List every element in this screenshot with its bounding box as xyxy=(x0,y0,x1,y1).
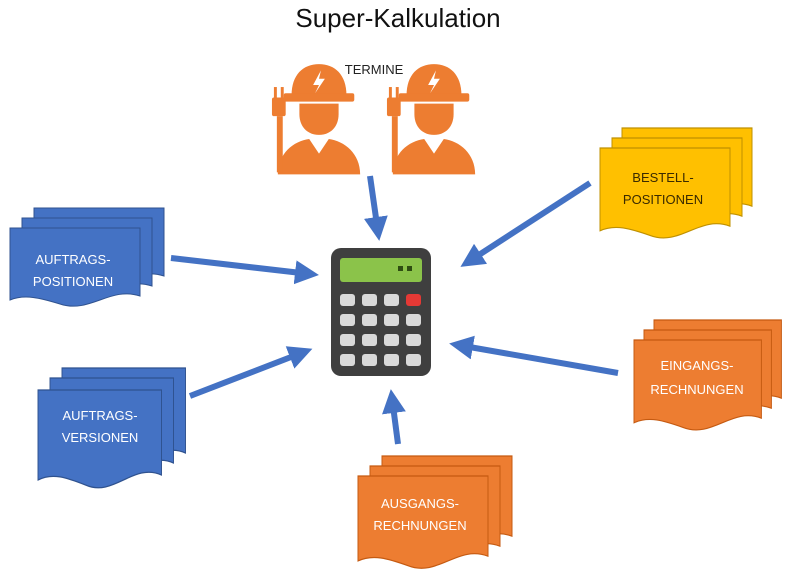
doc-ausgangs-rechnungen-line2: RECHNUNGEN xyxy=(373,518,466,533)
doc-ausgangs-rechnungen-line1: AUSGANGS- xyxy=(381,496,459,511)
arrow-auftrags-versionen xyxy=(188,346,313,399)
arrow-termine xyxy=(363,175,388,241)
doc-ausgangs-rechnungen: AUSGANGS- RECHNUNGEN xyxy=(357,455,513,569)
doc-eingangs-rechnungen: EINGANGS- RECHNUNGEN xyxy=(633,319,782,431)
doc-bestell-positionen-line2: POSITIONEN xyxy=(623,192,703,207)
doc-auftrags-versionen-line1: AUFTRAGS- xyxy=(62,408,137,423)
arrow-auftrags-positionen xyxy=(170,255,319,285)
doc-auftrags-positionen: AUFTRAGS- POSITIONEN xyxy=(9,207,165,307)
termine-label: TERMINE xyxy=(345,62,404,77)
arrow-eingangs-rechnungen xyxy=(449,335,619,376)
doc-bestell-positionen: BESTELL- POSITIONEN xyxy=(599,127,753,239)
doc-auftrags-versionen: AUFTRAGS- VERSIONEN xyxy=(37,367,187,489)
electrician-worker-icon xyxy=(386,64,476,175)
flow-arrows xyxy=(170,175,619,445)
doc-auftrags-positionen-line1: AUFTRAGS- xyxy=(35,252,110,267)
doc-eingangs-rechnungen-line2: RECHNUNGEN xyxy=(650,382,743,397)
arrow-bestell-positionen xyxy=(460,180,592,267)
doc-auftrags-versionen-line2: VERSIONEN xyxy=(62,430,139,445)
doc-bestell-positionen-line1: BESTELL- xyxy=(632,170,693,185)
electrician-worker-icon xyxy=(271,64,361,175)
diagram-title: Super-Kalkulation xyxy=(295,3,500,33)
doc-eingangs-rechnungen-line1: EINGANGS- xyxy=(661,358,734,373)
arrow-ausgangs-rechnungen xyxy=(382,389,406,445)
calculator-icon xyxy=(331,248,431,376)
doc-auftrags-positionen-line2: POSITIONEN xyxy=(33,274,113,289)
